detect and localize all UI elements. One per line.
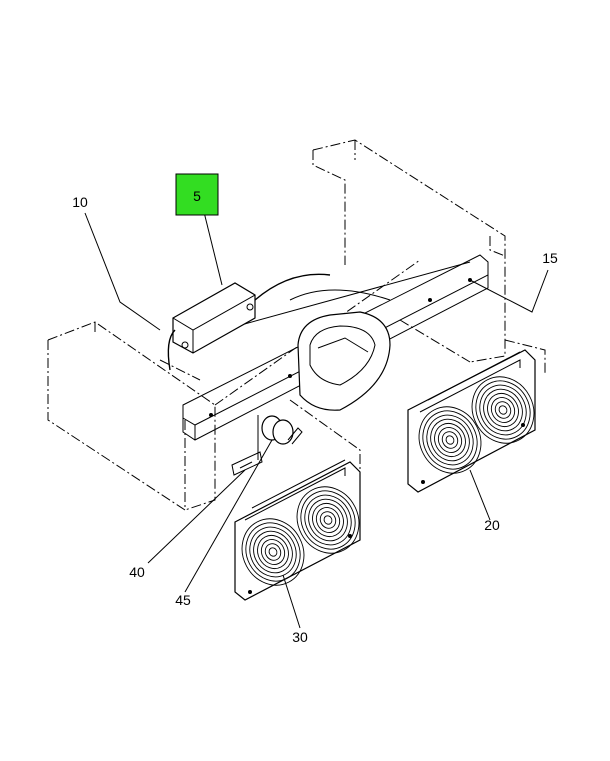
speaker-ring	[257, 534, 289, 570]
speaker-ring	[430, 418, 470, 462]
callout-40[interactable]: 40	[129, 564, 145, 580]
speaker-ring	[471, 376, 535, 444]
speaker-assembly-right	[407, 349, 536, 493]
speaker-ring	[319, 511, 337, 529]
callout-30[interactable]: 30	[292, 629, 308, 645]
speaker-ring	[268, 547, 278, 557]
callout-20[interactable]: 20	[484, 517, 500, 533]
speaker-ring	[479, 384, 527, 436]
speaker-ring	[475, 380, 531, 440]
speaker-ring	[315, 507, 341, 533]
speaker-ring	[494, 401, 512, 419]
speaker-ring	[308, 498, 348, 542]
callout-15[interactable]: 15	[542, 250, 558, 266]
speaker-ring	[249, 526, 297, 578]
speaker-assembly-left	[234, 459, 361, 601]
callout-45[interactable]: 45	[175, 592, 191, 608]
speaker-ring	[304, 494, 352, 546]
speaker-ring	[434, 422, 466, 458]
frame-phantom	[47, 139, 546, 511]
control-module	[167, 273, 331, 371]
speaker-ring	[426, 414, 474, 466]
speaker-ring	[264, 543, 282, 561]
hitch-plate	[289, 289, 391, 411]
callout-5-highlight	[175, 173, 219, 216]
speaker-ring	[487, 392, 519, 428]
speaker-ring	[241, 518, 305, 586]
leader-lines	[84, 207, 549, 629]
speaker-ring	[437, 427, 463, 453]
speaker-ring	[312, 502, 344, 538]
speaker-ring	[300, 490, 356, 550]
speaker-ring	[253, 530, 293, 574]
callout-10[interactable]: 10	[72, 194, 88, 210]
speaker-ring	[498, 405, 508, 415]
callout-5[interactable]: 5	[193, 188, 201, 204]
mounting-bracket	[231, 415, 263, 476]
speaker-ring	[296, 486, 360, 554]
crossmember-bracket	[182, 254, 489, 441]
speaker-ring	[418, 406, 482, 474]
speaker-ring	[490, 397, 516, 423]
speaker-ring	[245, 522, 301, 582]
speaker-ring	[323, 515, 333, 525]
speaker-ring	[422, 410, 478, 470]
speaker-ring	[445, 435, 455, 445]
connector-plug	[261, 415, 303, 445]
speaker-ring	[260, 539, 286, 565]
speaker-ring	[483, 388, 523, 432]
speaker-ring	[441, 431, 459, 449]
